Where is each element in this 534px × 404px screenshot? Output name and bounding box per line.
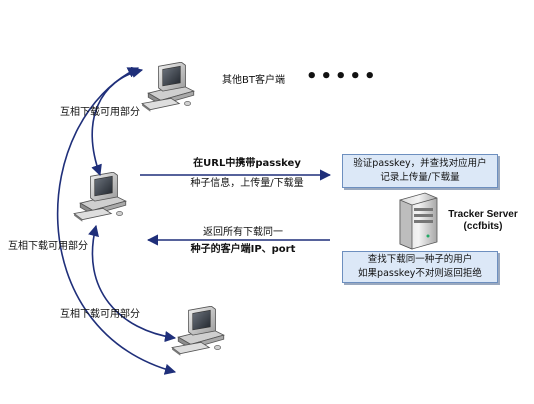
request-label-line1: 在URL中携带passkey: [193, 158, 301, 169]
verify-box-line2: 记录上传量/下载量: [380, 172, 460, 183]
mutual-download-label-left: 互相下载可用部分: [8, 241, 88, 252]
server-name-line1: Tracker Server: [448, 209, 518, 220]
server-icon: [399, 192, 438, 250]
mutual-download-label-top: 互相下载可用部分: [60, 107, 140, 118]
ellipsis-dots: •••••: [306, 66, 379, 87]
lookup-box-line1: 查找下载同一种子的用户: [367, 254, 473, 265]
lookup-box-line2: 如果passkey不对则返回拒绝: [358, 268, 482, 279]
verify-box-line1: 验证passkey，并查找对应用户: [353, 158, 487, 169]
computer-icon: [73, 172, 127, 223]
lookup-box: 查找下载同一种子的用户 如果passkey不对则返回拒绝: [342, 251, 498, 283]
verify-box: 验证passkey，并查找对应用户 记录上传量/下载量: [342, 154, 498, 188]
other-clients-label: 其他BT客户端: [222, 75, 285, 86]
response-label-line2: 种子的客户端IP、port: [190, 244, 296, 255]
mutual-download-label-bottom: 互相下载可用部分: [60, 309, 140, 320]
server-name-line2: (ccfbits): [463, 221, 503, 232]
mutual-arrow-top: [91, 66, 144, 177]
mutual-arrow-left: [56, 67, 177, 375]
computer-icon: [141, 62, 195, 113]
request-label-line2: 种子信息，上传量/下载量: [190, 178, 304, 189]
computer-icon: [171, 306, 225, 357]
response-label-line1: 返回所有下载同一: [203, 227, 283, 238]
mutual-arrow-bottom: [88, 224, 177, 343]
server-name-label: Tracker Server (ccfbits): [438, 209, 528, 233]
